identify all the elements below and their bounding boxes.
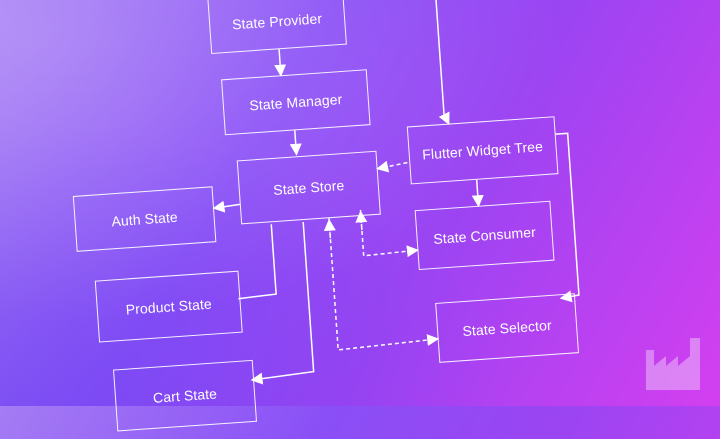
- node-label: State Consumer: [432, 223, 537, 247]
- node-label: Auth State: [110, 208, 179, 230]
- node-auth-state: Auth State: [72, 186, 217, 252]
- node-label: State Manager: [248, 91, 343, 114]
- edge-store-selector-dashed: [328, 218, 440, 351]
- edge-manager-store: [289, 130, 302, 156]
- edge-selector-store-arrow: [323, 218, 336, 239]
- node-state-manager: State Manager: [221, 69, 371, 136]
- edge-tree-consumer: [471, 179, 484, 208]
- edge-tree-store-dashed: [376, 160, 408, 173]
- factory-icon: [646, 338, 700, 390]
- node-state-provider: State Provider: [207, 0, 347, 55]
- edge-provider-manager: [274, 49, 287, 77]
- node-state-consumer: State Consumer: [414, 200, 555, 271]
- node-state-store: State Store: [236, 150, 381, 225]
- edge-store-consumer-dashed: [359, 209, 419, 258]
- node-label: State Provider: [231, 10, 323, 33]
- node-product-state: Product State: [94, 270, 243, 343]
- node-label: State Selector: [461, 316, 553, 340]
- edge-tree-selector: [555, 132, 580, 303]
- edge-store-cart: [250, 221, 315, 385]
- node-label: Flutter Widget Tree: [421, 138, 544, 163]
- node-label: Product State: [125, 295, 213, 318]
- edge-consumer-store-arrow: [355, 210, 368, 230]
- edge-top-widget-tree: [433, 0, 450, 125]
- node-label: Cart State: [152, 385, 218, 406]
- node-state-selector: State Selector: [435, 293, 580, 363]
- node-label: State Store: [272, 177, 345, 198]
- edge-store-auth: [212, 200, 240, 213]
- node-cart-state: Cart State: [113, 359, 258, 432]
- edge-store-product: [238, 224, 277, 300]
- background-gradient: [0, 0, 720, 406]
- node-flutter-widget-tree: Flutter Widget Tree: [406, 116, 559, 185]
